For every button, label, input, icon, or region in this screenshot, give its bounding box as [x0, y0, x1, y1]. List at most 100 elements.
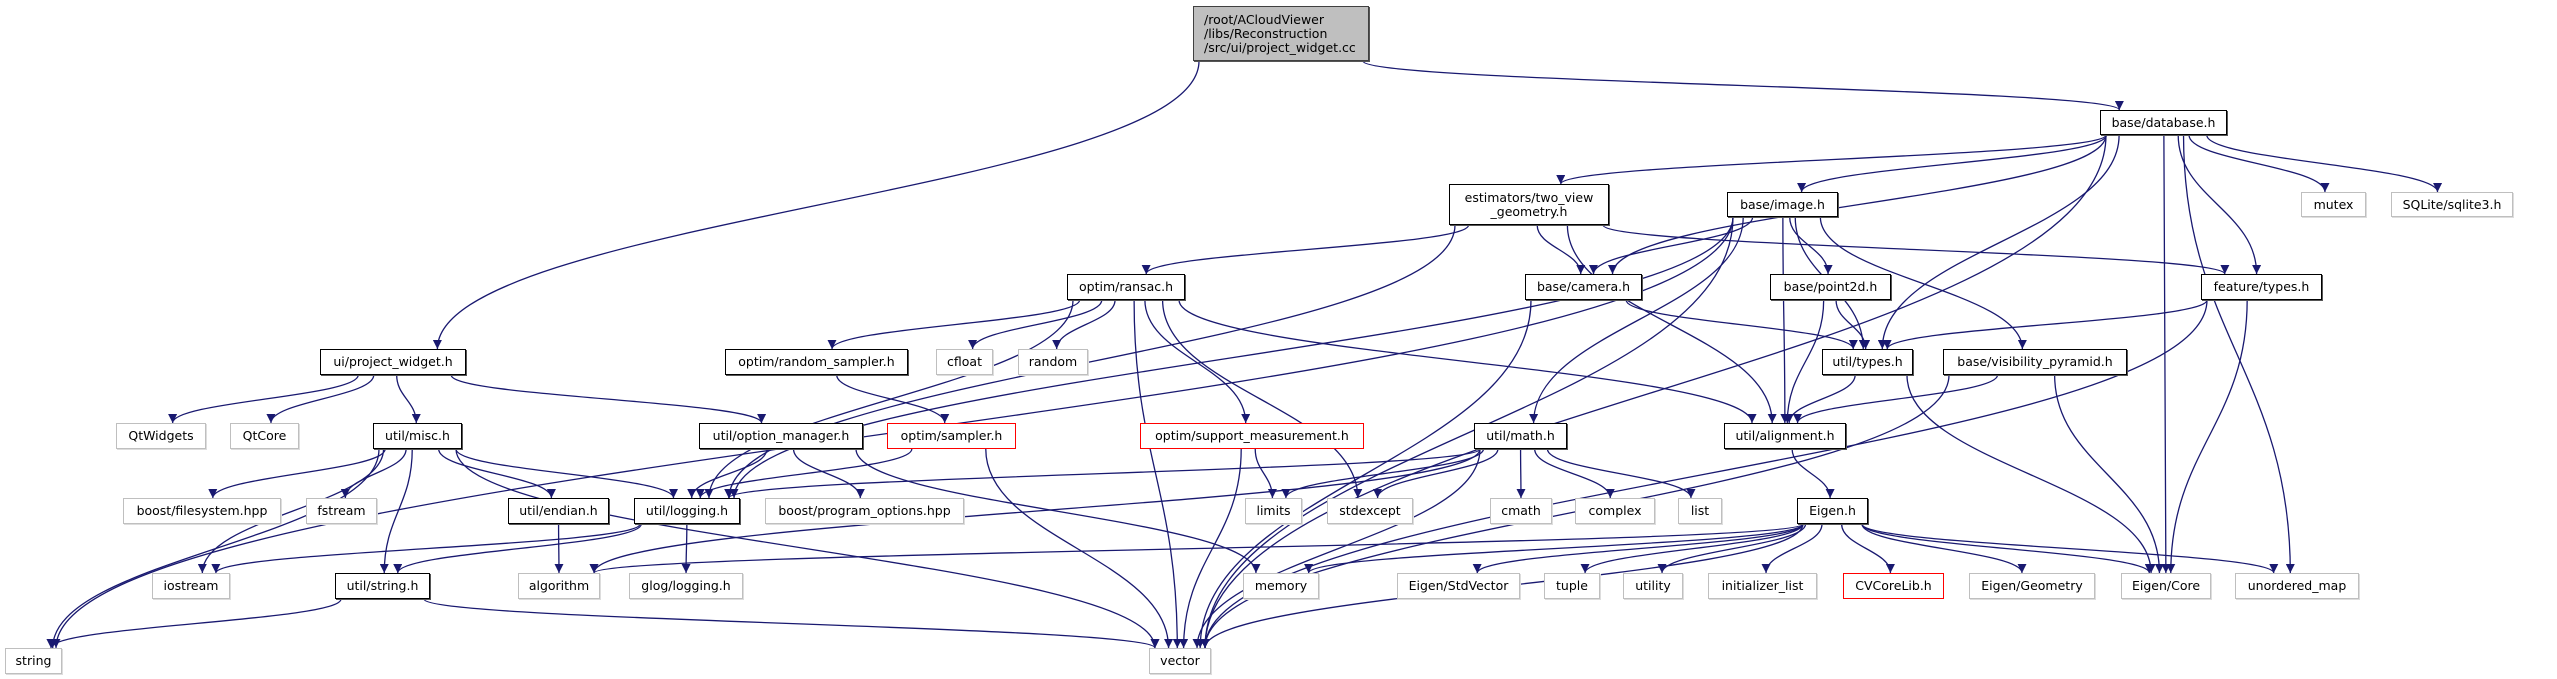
node-label: base/image.h [1740, 196, 1825, 212]
node-ransac[interactable]: optim/ransac.h [1067, 274, 1185, 300]
edge-eigenh-to-memory [1304, 523, 1804, 574]
node-glog: glog/logging.h [629, 573, 743, 599]
edge-math-to-stdexcept [1373, 448, 1499, 499]
node-label: util/endian.h [519, 503, 598, 518]
edge-misc-to-iostream [197, 448, 385, 574]
edge-sampler-to-vector [985, 448, 1174, 649]
node-label: utility [1635, 578, 1671, 593]
edge-database-to-vector [1200, 134, 2107, 649]
node-logging[interactable]: util/logging.h [634, 498, 740, 524]
node-ftypes[interactable]: feature/types.h [2201, 274, 2322, 300]
edge-database-to-twoview [1556, 134, 2107, 185]
node-label: iostream [163, 578, 219, 593]
node-label: random [1028, 354, 1078, 369]
node-memory: memory [1243, 573, 1319, 599]
node-database[interactable]: base/database.h [2100, 110, 2227, 135]
node-utility: utility [1623, 573, 1683, 599]
edge-misc-to-vector [455, 448, 1160, 649]
node-twoview[interactable]: estimators/two_view _geometry.h [1449, 184, 1609, 225]
edge-eigenh-to-stdvector [1472, 523, 1804, 574]
edge-math-to-vector [1192, 448, 1481, 649]
node-label: optim/random_sampler.h [738, 354, 895, 369]
edge-vispyr-to-ecore [2054, 374, 2164, 574]
edge-point2d-to-align [1782, 299, 1825, 424]
node-math[interactable]: util/math.h [1474, 423, 1567, 449]
node-endian[interactable]: util/endian.h [508, 498, 609, 524]
edge-eigenh-to-initlist [1761, 523, 1823, 574]
node-label: util/misc.h [385, 428, 450, 443]
node-label: feature/types.h [2213, 279, 2310, 294]
edge-ransac-to-rsampler [827, 299, 1081, 350]
node-label: optim/support_measurement.h [1155, 428, 1349, 443]
node-label: SQLite/sqlite3.h [2402, 196, 2502, 212]
edge-root-to-database [1362, 60, 2124, 111]
node-umap: unordered_map [2235, 573, 2359, 599]
node-label: unordered_map [2247, 578, 2347, 593]
edge-database-to-utypes [1877, 134, 2120, 350]
node-label: boost/filesystem.hpp [136, 503, 268, 518]
edge-camera-to-utypes [1625, 299, 1858, 350]
node-eigenh[interactable]: Eigen.h [1797, 498, 1868, 524]
node-rsampler[interactable]: optim/random_sampler.h [725, 349, 908, 375]
edge-optmgr-to-memory [855, 448, 1261, 574]
node-vector: vector [1149, 648, 1211, 674]
node-root[interactable]: /root/ACloudViewer /libs/Reconstruction … [1193, 6, 1369, 61]
edge-optmgr-to-bpo [792, 448, 865, 499]
node-label: Eigen/Geometry [1981, 578, 2083, 593]
node-label: fstream [317, 503, 366, 518]
node-label: util/option_manager.h [712, 428, 850, 443]
edge-math-to-list [1546, 448, 1696, 499]
node-point2d[interactable]: base/point2d.h [1770, 274, 1891, 300]
node-stdvector: Eigen/StdVector [1397, 573, 1520, 599]
node-pwidget[interactable]: ui/project_widget.h [320, 349, 466, 375]
node-label: CVCoreLib.h [1855, 578, 1932, 593]
edge-point2d-to-utypes [1835, 299, 1871, 350]
edge-pwidget-to-qtcore [266, 374, 375, 424]
node-list: list [1678, 498, 1722, 524]
node-align[interactable]: util/alignment.h [1724, 423, 1846, 449]
node-qtcore: QtCore [230, 423, 299, 449]
node-label: cmath [1501, 503, 1541, 518]
edge-eigenh-to-tuple [1580, 523, 1804, 574]
node-label: string [15, 653, 52, 668]
node-label: stdexcept [1339, 503, 1401, 518]
node-iostream: iostream [152, 573, 230, 599]
edge-optmgr-to-logging [687, 448, 768, 499]
node-supp[interactable]: optim/support_measurement.h [1140, 423, 1364, 449]
node-label: ui/project_widget.h [333, 354, 453, 369]
node-label: memory [1254, 578, 1308, 593]
node-camera[interactable]: base/camera.h [1525, 274, 1642, 300]
edge-ransac-to-align [1178, 299, 1757, 424]
edge-math-to-limits [1281, 448, 1485, 499]
node-sampler[interactable]: optim/sampler.h [887, 423, 1016, 449]
edge-database-to-sqlite [2206, 134, 2442, 193]
node-mutex: mutex [2301, 192, 2366, 217]
node-fstream: fstream [306, 498, 377, 524]
node-label: algorithm [528, 578, 590, 593]
node-misc[interactable]: util/misc.h [373, 423, 462, 449]
edge-image-to-vector [1200, 216, 1734, 649]
node-vispyr[interactable]: base/visibility_pyramid.h [1943, 349, 2127, 375]
edge-eigenh-to-geometry [1861, 523, 2027, 574]
edge-database-to-umap [2182, 134, 2295, 574]
edge-database-to-ecore [2161, 134, 2171, 574]
edge-misc-to-ustring [379, 448, 413, 574]
edge-image-to-camera [1589, 216, 1754, 275]
edge-math-to-logging [724, 448, 1481, 499]
node-optmgr[interactable]: util/option_manager.h [699, 423, 863, 449]
edge-image-to-align [1780, 216, 1790, 424]
edge-database-to-mutex [2188, 134, 2330, 193]
node-bfs: boost/filesystem.hpp [123, 498, 281, 524]
node-label: base/point2d.h [1783, 279, 1878, 294]
edge-ransac-to-supp [1144, 299, 1251, 424]
edge-twoview-to-camera [1536, 224, 1586, 275]
edge-utypes-to-align [1784, 374, 1856, 424]
node-algorithm: algorithm [518, 573, 600, 599]
node-utypes[interactable]: util/types.h [1822, 349, 1913, 375]
node-cmath: cmath [1490, 498, 1552, 524]
node-ustring[interactable]: util/string.h [335, 573, 430, 599]
node-image[interactable]: base/image.h [1727, 192, 1838, 217]
node-cvcore[interactable]: CVCoreLib.h [1843, 573, 1944, 599]
edge-rsampler-to-sampler [836, 374, 950, 424]
node-cfloat: cfloat [936, 349, 993, 375]
